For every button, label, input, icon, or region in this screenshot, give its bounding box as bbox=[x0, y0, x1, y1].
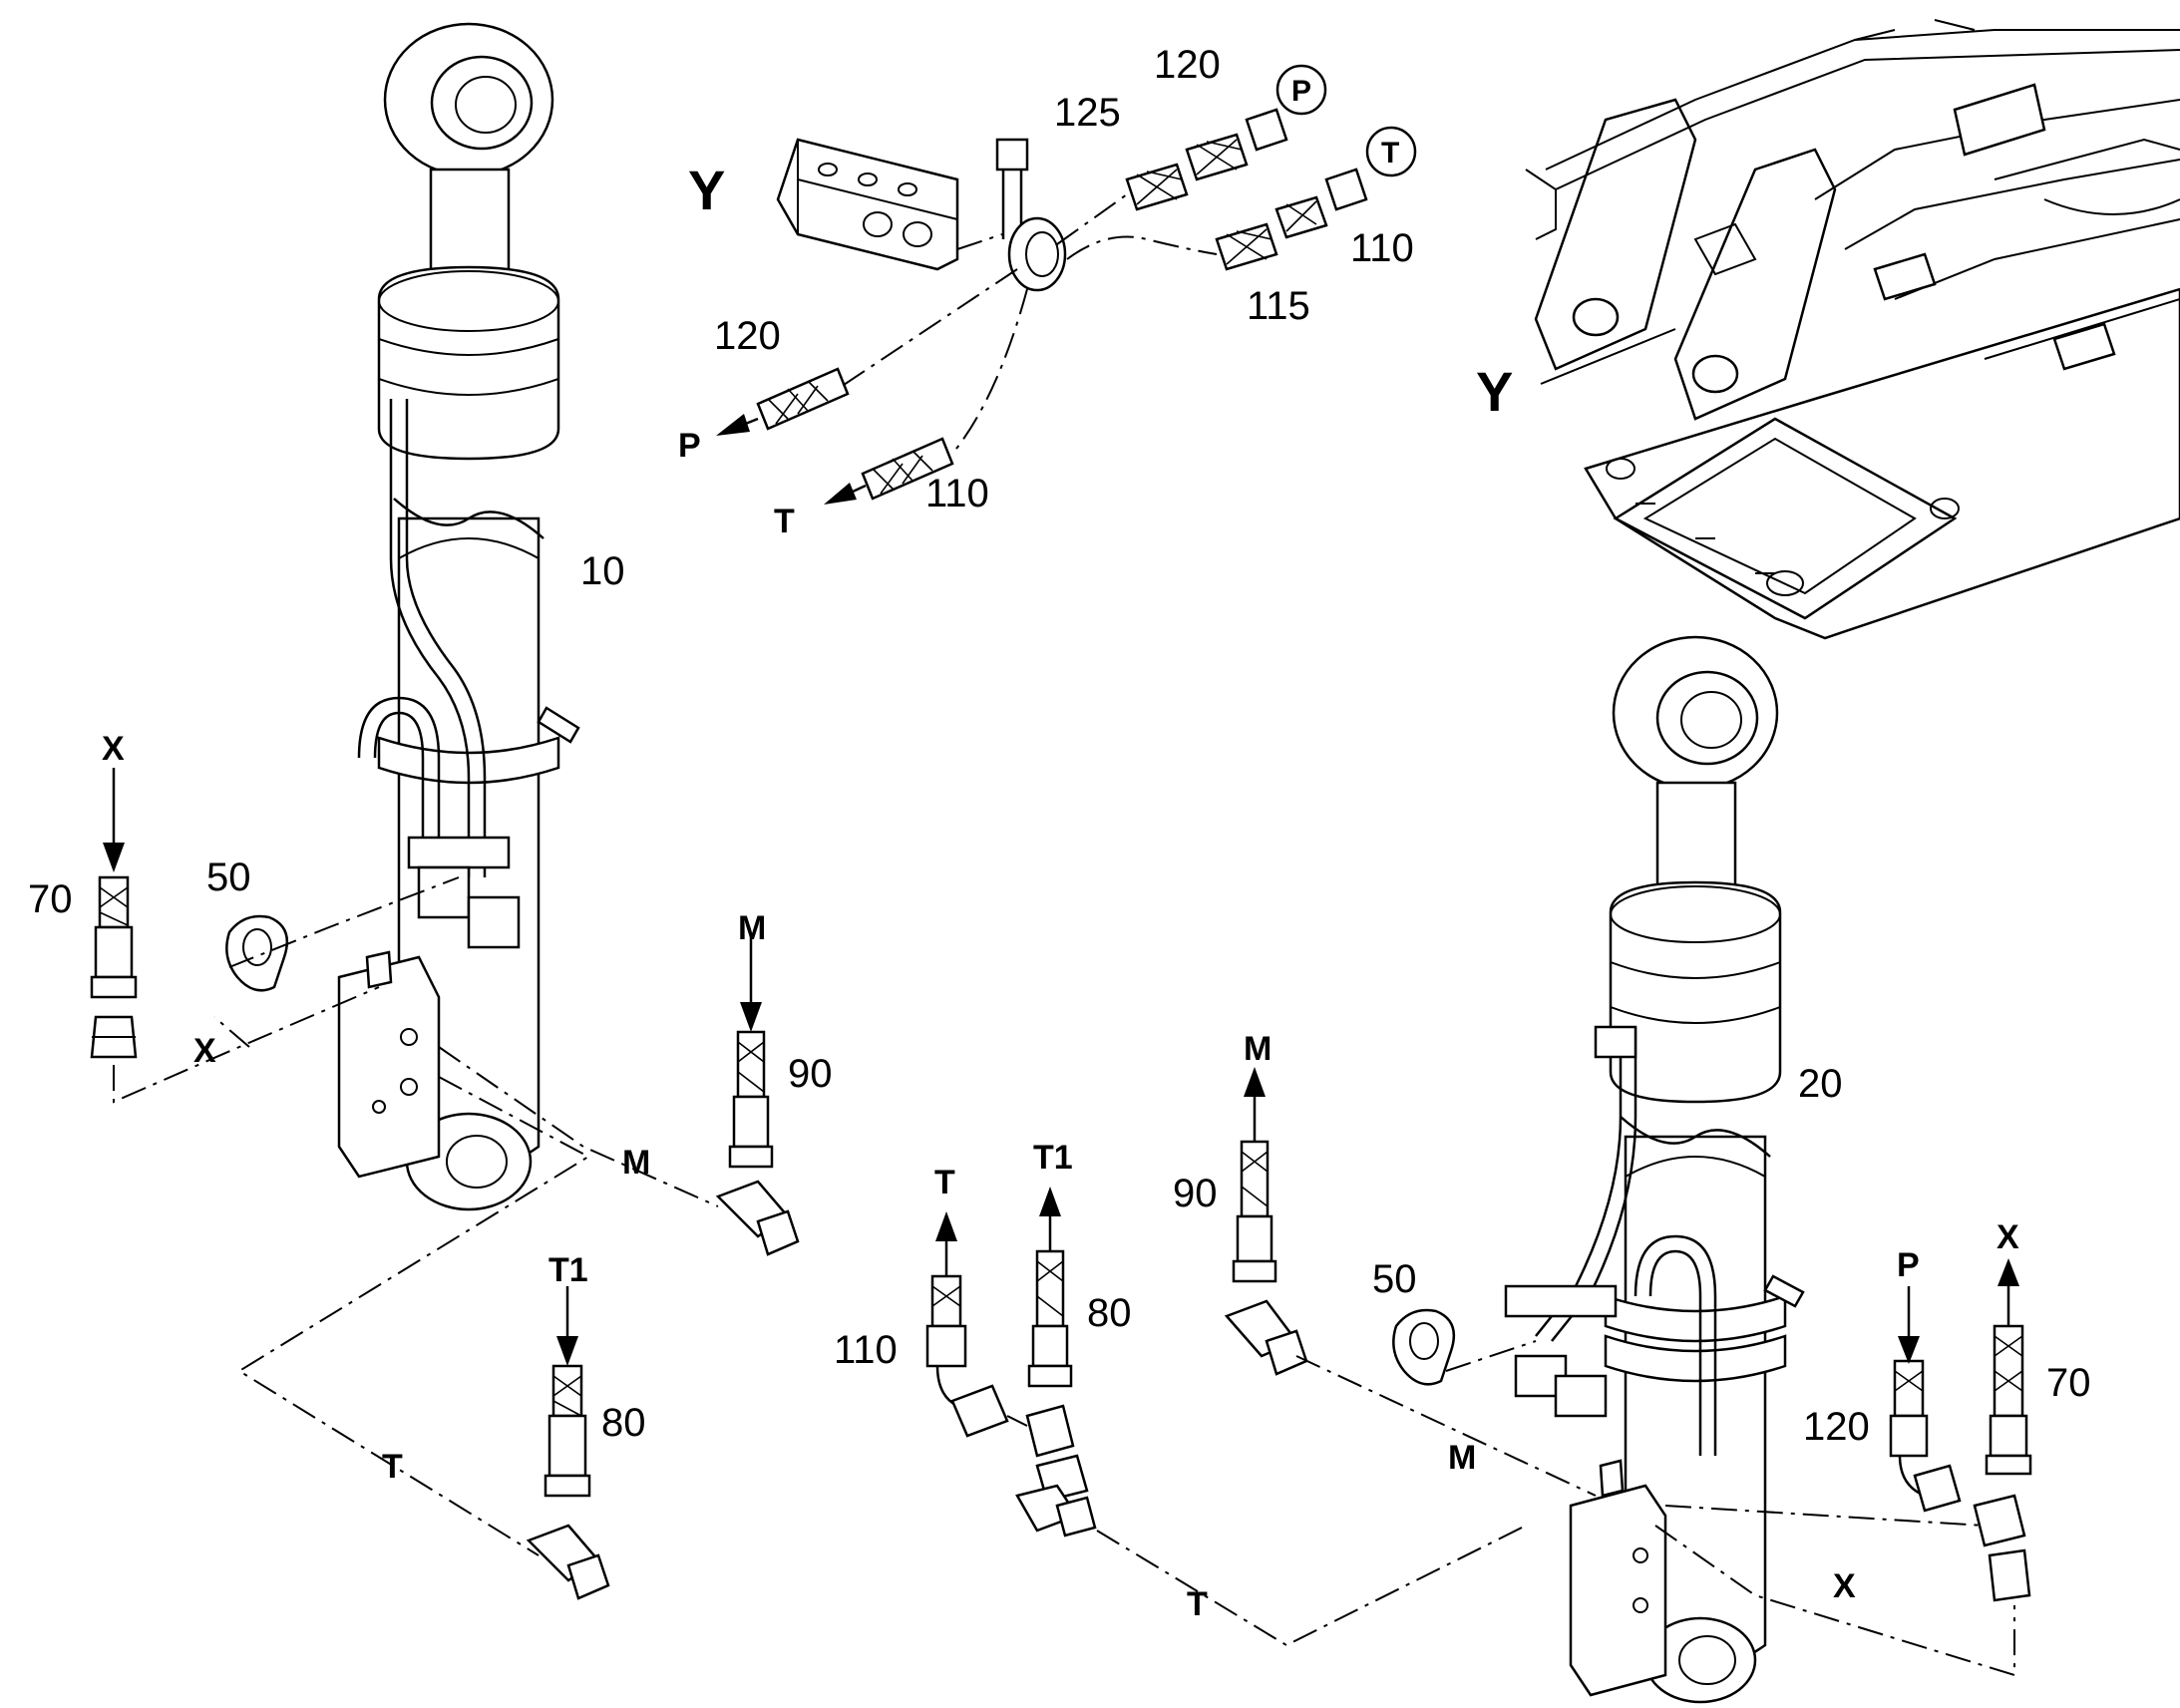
left-fittings bbox=[90, 875, 800, 1600]
callout-labels: Y Y 10 20 120 125 110 115 120 110 70 50 … bbox=[28, 43, 2091, 1623]
label-70-right: 70 bbox=[2046, 1361, 2091, 1405]
cylinder-right bbox=[1504, 635, 1805, 1704]
chassis-frame bbox=[1525, 19, 2180, 640]
port-t-right-top: T bbox=[934, 1164, 955, 1201]
right-fittings bbox=[925, 1140, 2032, 1677]
label-50-right: 50 bbox=[1372, 1257, 1417, 1301]
label-70-left: 70 bbox=[28, 877, 73, 921]
port-t1-right: T1 bbox=[1033, 1139, 1073, 1177]
detail-y bbox=[716, 64, 1676, 505]
port-x-right-top: X bbox=[1997, 1218, 2019, 1256]
port-x-left-line: X bbox=[193, 1032, 216, 1070]
label-115: 115 bbox=[1247, 284, 1310, 328]
view-label-y-detail: Y bbox=[688, 159, 725, 221]
label-90-right: 90 bbox=[1173, 1172, 1218, 1215]
port-p-detail: P bbox=[678, 427, 701, 465]
label-120-detail: 120 bbox=[714, 314, 781, 358]
label-90-left: 90 bbox=[788, 1052, 833, 1096]
port-t-detail: T bbox=[774, 503, 795, 540]
port-x-right-line: X bbox=[1833, 1567, 1856, 1605]
label-cylinder-10: 10 bbox=[580, 549, 625, 593]
port-t-right-line: T bbox=[1187, 1585, 1208, 1623]
label-120-right: 120 bbox=[1803, 1405, 1870, 1449]
view-label-y-chassis: Y bbox=[1476, 360, 1513, 423]
label-120-top: 120 bbox=[1154, 43, 1221, 87]
label-80-right: 80 bbox=[1087, 1291, 1132, 1335]
label-cylinder-20: 20 bbox=[1798, 1062, 1843, 1106]
port-m-left-top: M bbox=[738, 909, 766, 947]
port-m-left-line: M bbox=[622, 1144, 650, 1182]
port-t-left-line: T bbox=[382, 1448, 403, 1486]
label-80-left: 80 bbox=[601, 1401, 646, 1445]
port-p-circle: P bbox=[1291, 75, 1311, 108]
port-p-right: P bbox=[1897, 1246, 1920, 1284]
label-110-bottom: 110 bbox=[834, 1328, 898, 1372]
port-t1-left: T1 bbox=[548, 1251, 588, 1289]
label-110-top-right: 110 bbox=[1350, 226, 1414, 270]
label-50-left: 50 bbox=[206, 855, 251, 899]
cylinder-left bbox=[337, 22, 580, 1211]
port-x-left-top: X bbox=[102, 730, 125, 768]
port-t-circle: T bbox=[1381, 137, 1399, 170]
label-110-detail: 110 bbox=[925, 472, 989, 515]
label-125: 125 bbox=[1054, 91, 1121, 135]
port-m-right-line: M bbox=[1448, 1439, 1476, 1477]
port-m-right-top: M bbox=[1244, 1030, 1272, 1068]
flow-arrows bbox=[103, 768, 2019, 1366]
